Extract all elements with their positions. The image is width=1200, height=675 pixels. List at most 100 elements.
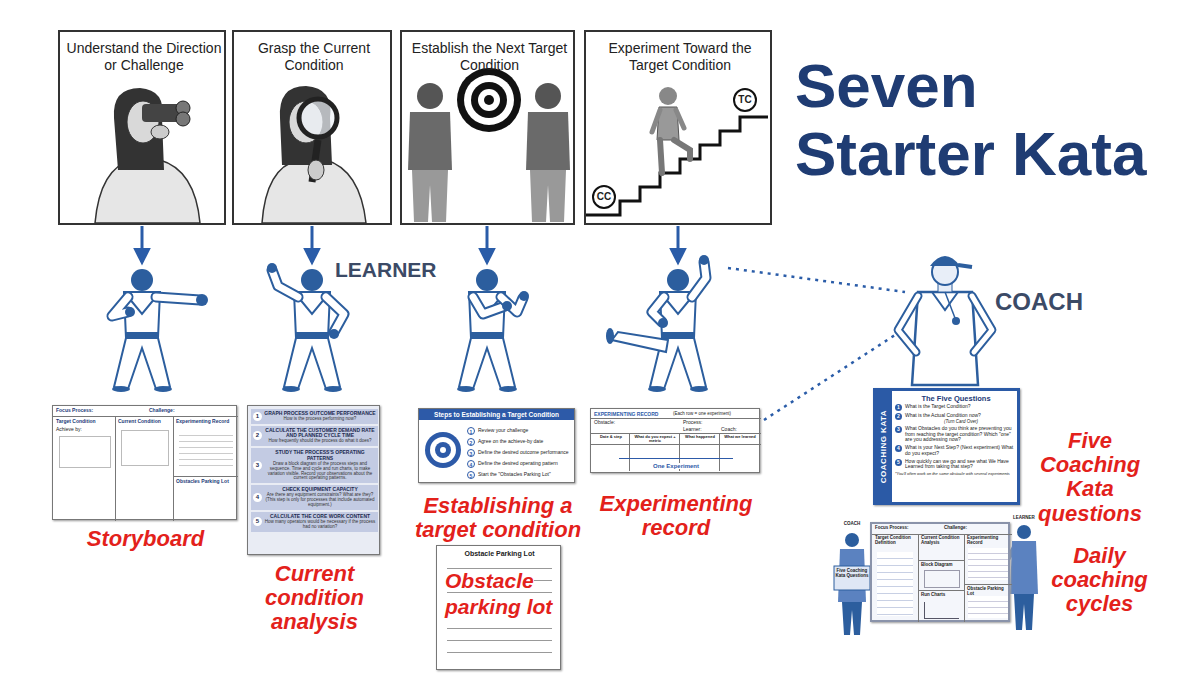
karate-fighter-part: [658, 318, 668, 328]
karate-fighter-part: [156, 297, 200, 300]
step-row: 1What is the Target Condition?: [895, 404, 1017, 411]
karate-fighter-part: [502, 301, 512, 311]
form-text: Steps to Establishing a Target Condition: [419, 409, 574, 420]
step-number: 2: [467, 438, 475, 446]
card-caption: Current condition analysis: [243, 562, 386, 635]
step-row: 2CALCULATE THE CUSTOMER DEMAND RATE AND …: [251, 426, 378, 446]
form-text: Run Charts: [921, 593, 963, 598]
stage-heading: Experiment Toward the Target Condition: [590, 40, 770, 74]
step-text: CHECK EQUIPMENT CAPACITYAre there any eq…: [264, 487, 376, 508]
target-people-part: [408, 112, 452, 170]
karate-fighter-part: [457, 269, 517, 392]
step-number: 5: [467, 471, 475, 479]
target-people-part: [526, 112, 570, 170]
card-caption: Five Coaching Kata questions: [1030, 429, 1150, 526]
form-text: Obstacle:: [594, 420, 679, 426]
target-people-part: [478, 89, 500, 111]
coach-figure-part: [932, 292, 958, 310]
rule-line: [447, 628, 552, 629]
rule-line: [121, 430, 169, 466]
form-text: What happened: [681, 435, 719, 439]
step-number: 4: [895, 445, 902, 452]
board-coach-part: [842, 602, 862, 635]
form-text: What we learned: [721, 435, 759, 439]
karate-fighter-part: [272, 270, 298, 297]
card-caption: Establishing a target condition: [409, 494, 587, 542]
rule-line: [447, 652, 552, 653]
form-text: Achieve by:: [56, 427, 113, 433]
rule-line: [918, 534, 919, 622]
form-text: Experimenting Record: [176, 419, 236, 425]
target-people-part: [530, 170, 566, 222]
board-learner-part: [1014, 594, 1034, 630]
form-text: Focus Process:: [56, 408, 146, 414]
rule-line: [877, 552, 913, 616]
rule-line: [115, 416, 116, 521]
stage-box: Establish the Next Target Condition: [400, 30, 575, 225]
card-caption: Obstacle parking lot: [445, 569, 552, 618]
step-row: 2Agree on the achieve-by date: [467, 438, 573, 446]
step-row: 1GRAPH PROCESS OUTCOME PERFORMANCEHow is…: [251, 409, 378, 424]
form-text: Current Condition Analysis: [921, 536, 963, 546]
step-text: How quickly can we go and see what We Ha…: [905, 459, 1017, 471]
rule-line: [918, 590, 964, 591]
form-text: How many operators would be necessary if…: [264, 520, 376, 530]
form-text: The Five Questions: [894, 394, 1018, 403]
board-learner-part: [1017, 525, 1031, 539]
step-row: 2What is the Actual Condition now?(Turn …: [895, 413, 1017, 424]
form-text: Focus Process:: [875, 526, 943, 531]
step-number: 4: [253, 493, 262, 502]
form-text: Block Diagram: [921, 563, 963, 568]
down-arrows-part: [677, 226, 680, 262]
step-text: What is your Next Step? (Next experiment…: [905, 445, 1017, 457]
target-people-part: [464, 75, 514, 125]
step-row: *You'll often work on the same obstacle …: [895, 472, 1017, 476]
form-text: CALCULATE THE CUSTOMER DEMAND RATE AND P…: [264, 428, 376, 440]
target-people-part: [417, 83, 443, 109]
analysis-form: 1GRAPH PROCESS OUTCOME PERFORMANCEHow is…: [247, 405, 380, 555]
rule-line: [591, 433, 761, 434]
step-number: 4: [467, 460, 475, 468]
coach-figure-part: [898, 296, 992, 352]
rule-line: [591, 418, 761, 419]
karate-fighter-part: [112, 269, 172, 392]
coach-link-part: [728, 268, 905, 292]
step-text: STUDY THE PROCESS'S OPERATING PATTERNSDr…: [264, 450, 376, 481]
card-caption: Daily coaching cycles: [1042, 544, 1157, 617]
target-people-part: [471, 82, 507, 118]
form-text: How frequently should the process do wha…: [264, 439, 376, 444]
coach-figure-part: [898, 296, 992, 352]
card-caption: Experimenting record: [591, 492, 761, 540]
form-text: Define the desired operating pattern: [478, 461, 573, 467]
binocular-woman-part: [151, 125, 169, 139]
card-caption: Storyboard: [53, 527, 238, 551]
form-text: How is the process performing now?: [264, 417, 376, 422]
step-text: CALCULATE THE CORE WORK CONTENTHow many …: [264, 514, 376, 530]
target-form: 1Review your challenge2Agree on the achi…: [418, 408, 575, 483]
step-number: 1: [895, 404, 902, 411]
stage-box: Understand the Direction or Challenge: [58, 30, 226, 225]
target-people-part: [484, 95, 494, 105]
karate-fighter-part: [501, 297, 523, 312]
board-coach-part: [845, 533, 859, 547]
form-text: Target Condition: [56, 419, 113, 425]
free-label: LEARNER: [335, 258, 485, 282]
free-label: CC: [592, 191, 616, 203]
rule-line: [872, 534, 1012, 535]
rule-line: [447, 592, 552, 593]
target-people-part: [412, 170, 448, 222]
storyboard-wall: Focus Process:Challenge:Target Condition…: [870, 522, 1010, 622]
step-list: 1Review your challenge2Agree on the achi…: [467, 427, 573, 482]
karate-fighter-part: [501, 297, 523, 312]
rule-line: [447, 640, 552, 641]
board-coach-part: [834, 566, 870, 590]
stage-heading: Understand the Direction or Challenge: [64, 40, 224, 74]
form-text: EXPERIMENTING RECORD: [594, 411, 672, 417]
karate-fighter: [606, 255, 709, 392]
down-arrows-part: [311, 226, 314, 262]
karate-fighter: [112, 269, 208, 392]
form-text: Obstacle Parking Lot: [967, 587, 1009, 597]
stair-climber-part: [660, 140, 690, 173]
binocular-woman-part: [176, 112, 190, 126]
form-text: Challenge:: [149, 408, 235, 414]
